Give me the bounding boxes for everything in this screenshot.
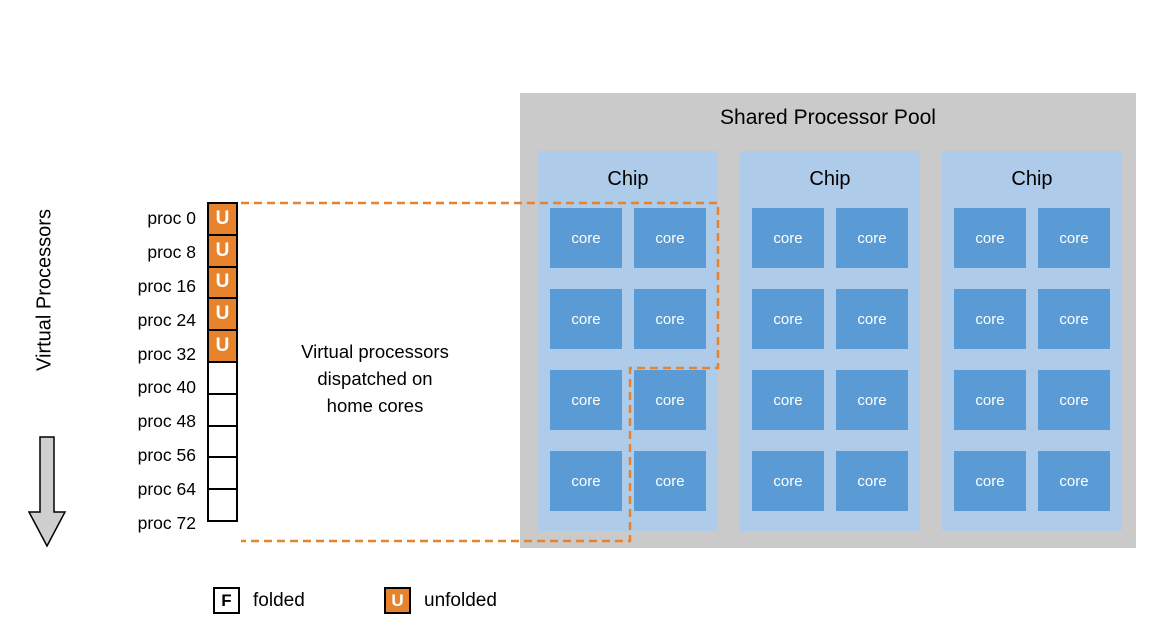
core-box: core — [1038, 370, 1110, 430]
down-arrow-icon — [28, 436, 67, 548]
chip-title: Chip — [1011, 168, 1053, 190]
core-box: core — [550, 451, 622, 511]
proc-label: proc 48 — [137, 411, 196, 432]
annotation-text: Virtual processors dispatched on home co… — [255, 338, 495, 419]
legend-unfolded: U unfolded — [384, 587, 497, 614]
core-box: core — [550, 370, 622, 430]
unfolded-swatch-icon: U — [384, 587, 411, 614]
core-box: core — [954, 289, 1026, 349]
legend-folded: F folded — [213, 587, 305, 614]
vp-box-folded — [207, 392, 238, 427]
core-box: core — [1038, 451, 1110, 511]
vp-box-unfolded: U — [207, 297, 238, 332]
vp-box-unfolded: U — [207, 329, 238, 363]
proc-label: proc 16 — [137, 275, 196, 296]
core-box: core — [836, 289, 908, 349]
pool-title: Shared Processor Pool — [720, 106, 936, 129]
core-box: core — [954, 451, 1026, 511]
core-box: core — [836, 208, 908, 268]
core-box: core — [836, 370, 908, 430]
proc-label: proc 32 — [137, 343, 196, 364]
core-box: core — [634, 289, 706, 349]
shared-processor-pool: Shared Processor Pool Chip core core cor… — [520, 93, 1136, 548]
vp-box-unfolded: U — [207, 265, 238, 300]
virtual-processors-axis-label: Virtual Processors — [33, 209, 56, 371]
vp-stack: U U U U U — [207, 202, 238, 522]
core-box: core — [634, 208, 706, 268]
chip-title: Chip — [809, 168, 851, 190]
core-grid: core core core core core core core core — [538, 208, 718, 511]
core-box: core — [752, 289, 824, 349]
annotation-line: Virtual processors — [301, 341, 449, 362]
vp-box-folded — [207, 360, 238, 395]
folded-swatch-icon: F — [213, 587, 240, 614]
annotation-line: dispatched on — [317, 368, 433, 389]
core-box: core — [954, 370, 1026, 430]
proc-label: proc 72 — [137, 512, 196, 533]
vp-box-folded — [207, 488, 238, 522]
proc-label: proc 40 — [137, 377, 196, 398]
proc-label-column: proc 0 proc 8 proc 16 proc 24 proc 32 pr… — [88, 202, 196, 540]
core-box: core — [752, 370, 824, 430]
core-grid: core core core core core core core core — [740, 208, 920, 511]
core-box: core — [1038, 289, 1110, 349]
core-grid: core core core core core core core core — [942, 208, 1122, 511]
chip-title: Chip — [607, 168, 649, 190]
core-box: core — [550, 208, 622, 268]
core-box: core — [752, 208, 824, 268]
vp-box-folded — [207, 456, 238, 491]
core-box: core — [550, 289, 622, 349]
proc-label: proc 24 — [137, 309, 196, 330]
vp-box-unfolded: U — [207, 233, 238, 268]
chip: Chip core core core core core core core … — [942, 151, 1122, 531]
chip-row: Chip core core core core core core core … — [538, 151, 1122, 531]
core-box: core — [752, 451, 824, 511]
vp-box-unfolded: U — [207, 202, 238, 236]
core-box: core — [634, 451, 706, 511]
vp-box-folded — [207, 424, 238, 459]
core-box: core — [954, 208, 1026, 268]
core-box: core — [634, 370, 706, 430]
core-box: core — [836, 451, 908, 511]
proc-label: proc 64 — [137, 478, 196, 499]
proc-label: proc 0 — [147, 208, 196, 229]
annotation-line: home cores — [326, 395, 424, 416]
proc-label: proc 56 — [137, 444, 196, 465]
chip: Chip core core core core core core core … — [740, 151, 920, 531]
proc-label: proc 8 — [147, 242, 196, 263]
chip: Chip core core core core core core core … — [538, 151, 718, 531]
core-box: core — [1038, 208, 1110, 268]
legend-unfolded-label: unfolded — [424, 589, 497, 611]
legend-folded-label: folded — [253, 589, 305, 611]
